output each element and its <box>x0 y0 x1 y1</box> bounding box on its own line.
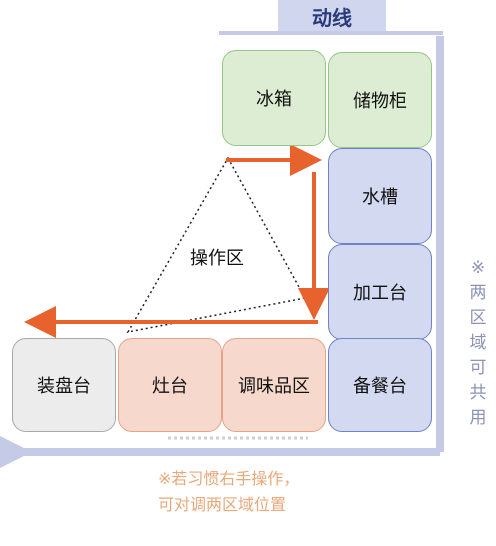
zone-fridge: 冰箱 <box>222 50 326 146</box>
zone-serving: 备餐台 <box>328 338 432 432</box>
zone-plating: 装盘台 <box>12 338 116 432</box>
zone-storage: 储物柜 <box>328 52 432 148</box>
bottom-note: ※若习惯右手操作，可对调两区域位置 <box>158 469 300 514</box>
side-note: ※两区域可共用 <box>469 258 487 428</box>
diagram-title: 动线 <box>278 0 386 32</box>
operation-area-label: 操作区 <box>190 248 244 269</box>
zone-seasoning: 调味品区 <box>222 338 326 432</box>
zone-sink: 水槽 <box>328 148 432 244</box>
zone-stove: 灶台 <box>118 338 222 432</box>
zone-prep: 加工台 <box>328 244 432 340</box>
operation-triangle <box>126 156 307 334</box>
